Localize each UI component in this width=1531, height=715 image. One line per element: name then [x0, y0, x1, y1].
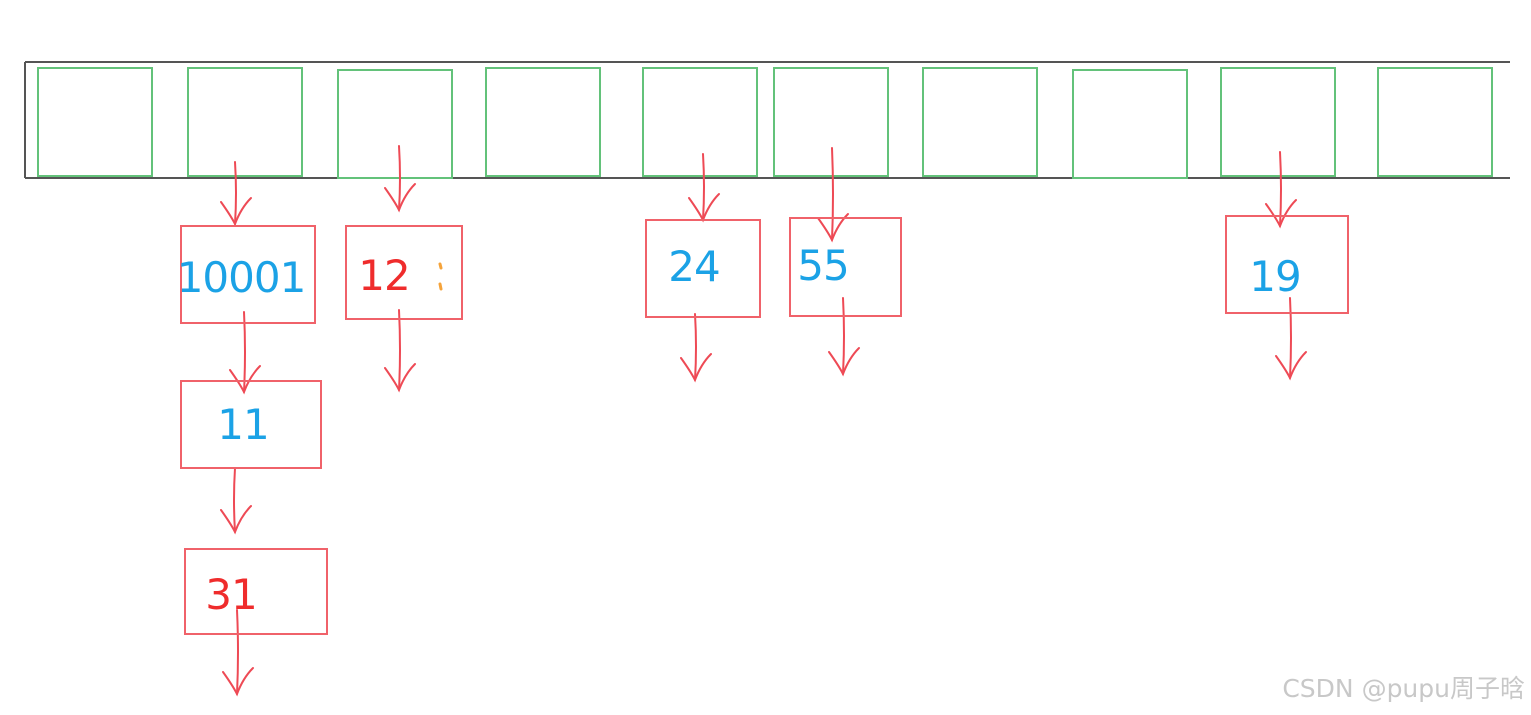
bucket-1	[187, 67, 303, 177]
chain-node-label-1-2: 31	[205, 570, 256, 619]
arrow-bucket-8-0-head	[1265, 199, 1297, 229]
bucket-7	[1072, 69, 1188, 179]
arrow-bucket-1-1-shaft	[243, 311, 246, 393]
arrows	[220, 145, 1307, 697]
chain-node-box-2-0	[345, 225, 463, 320]
arrow-bucket-5-0-head	[817, 213, 849, 243]
glyph-fragment-mark	[438, 262, 443, 291]
bucket-3	[485, 67, 601, 177]
arrow-bucket-1-0-shaft	[234, 161, 237, 225]
chain-node-box-1-1	[180, 380, 322, 469]
chain-node-label-5-0: 55	[797, 241, 848, 290]
bucket-8	[1220, 67, 1336, 177]
arrow-bucket-4-0-shaft	[702, 153, 705, 221]
arrow-bucket-8-0-shaft	[1279, 151, 1282, 227]
arrow-bucket-8-1-head	[1275, 351, 1307, 381]
chain-node-box-8-0	[1225, 215, 1349, 314]
hash-table-frame	[24, 61, 1510, 179]
arrow-bucket-1-2-shaft	[233, 467, 236, 533]
chain-node-label-1-0: 10001	[177, 253, 306, 302]
chain-node-label-8-0: 19	[1249, 252, 1300, 301]
chain-node-label-1-1: 11	[217, 400, 268, 449]
arrow-bucket-4-1-shaft	[694, 313, 697, 381]
chain-node-label-4-0: 24	[668, 242, 719, 291]
arrow-bucket-1-0-head	[220, 197, 252, 227]
arrow-bucket-5-1-head	[828, 347, 860, 377]
arrow-bucket-2-0-head	[384, 183, 416, 213]
watermark: CSDN @pupu周子晗	[1282, 674, 1525, 703]
arrow-bucket-5-1-shaft	[842, 297, 845, 375]
chain-nodes: 10001 11 31 12 24 55 19	[177, 215, 1349, 635]
chain-node-box-1-0	[180, 225, 316, 324]
arrow-bucket-2-1-head	[384, 363, 416, 393]
bucket-5	[773, 67, 889, 177]
arrow-bucket-5-0-shaft	[831, 147, 834, 241]
chain-node-box-4-0	[645, 219, 761, 318]
arrow-bucket-4-1-head	[680, 353, 712, 383]
bucket-9	[1377, 67, 1493, 177]
bucket-0	[37, 67, 153, 177]
chain-node-box-1-2	[184, 548, 328, 635]
chain-node-box-5-0	[789, 217, 902, 317]
arrow-bucket-1-3-shaft	[236, 609, 239, 695]
arrow-bucket-1-2-head	[220, 505, 252, 535]
arrow-bucket-8-1-shaft	[1289, 297, 1292, 379]
bucket-array	[37, 67, 1493, 179]
bucket-2	[337, 69, 453, 179]
arrow-bucket-1-3-head	[222, 667, 254, 697]
arrow-bucket-1-1-head	[229, 365, 261, 395]
arrow-bucket-2-0-shaft	[398, 145, 401, 211]
bucket-4	[642, 67, 758, 177]
bucket-6	[922, 67, 1038, 177]
chain-node-label-2-0: 12	[358, 251, 409, 300]
arrow-bucket-2-1-shaft	[398, 309, 401, 391]
